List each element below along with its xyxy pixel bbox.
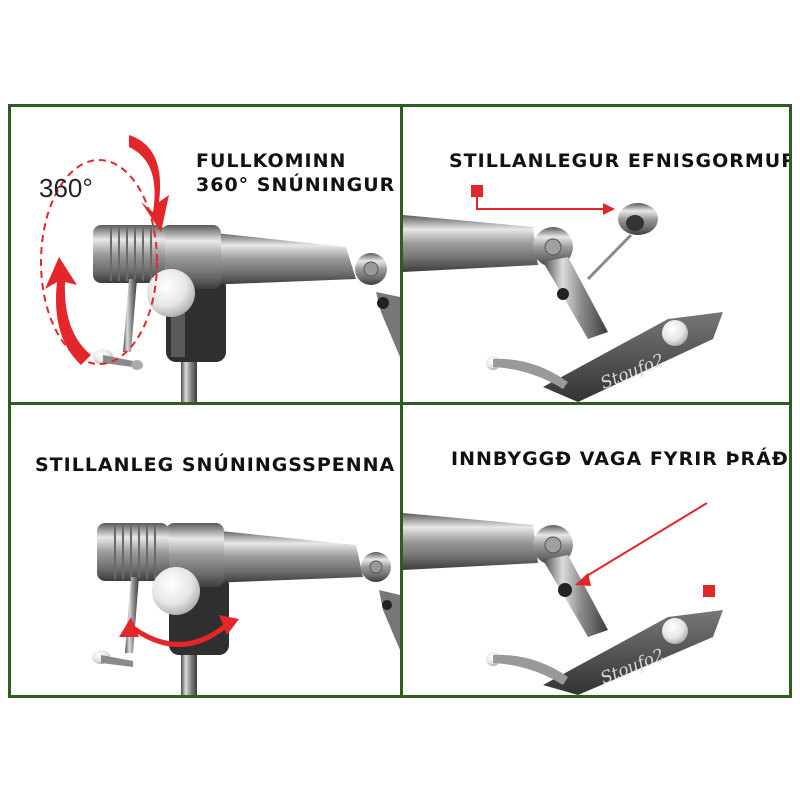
degree-label: 360° bbox=[39, 173, 93, 203]
panel-tension: STILLANLEG SNÚNINGSSPENNA bbox=[11, 405, 400, 695]
panel-thread-cradle: Stoufo2 INNBYGGÐ VAGA FYRIR ÞRÁÐ bbox=[403, 405, 789, 695]
feature-grid: 360° FULLKOMINN 360° SNÚNINGUR bbox=[8, 104, 792, 698]
thread-cradle-illustration bbox=[403, 502, 723, 695]
panel-title-line2: 360° SNÚNINGUR bbox=[196, 174, 396, 196]
panel-title: STILLANLEG SNÚNINGSSPENNA bbox=[35, 454, 396, 476]
divider-vertical bbox=[400, 107, 403, 695]
panel-title: STILLANLEGUR EFNISGORMUR bbox=[449, 150, 789, 172]
panel-title: INNBYGGÐ VAGA FYRIR ÞRÁÐ bbox=[451, 448, 789, 470]
panel-title-line1: FULLKOMINN bbox=[196, 150, 347, 172]
panel-material-spring: Stoufo2 STILLANLEGUR EFNISGORMUR bbox=[403, 107, 789, 402]
material-spring-illustration bbox=[403, 185, 723, 402]
tension-illustration bbox=[92, 523, 400, 695]
panel-rotation: 360° FULLKOMINN 360° SNÚNINGUR bbox=[11, 107, 400, 402]
divider-horizontal bbox=[11, 402, 789, 405]
vise-rotation-illustration bbox=[40, 135, 400, 402]
